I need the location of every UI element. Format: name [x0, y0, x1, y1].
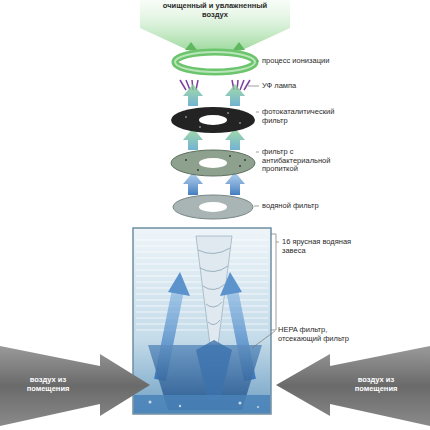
arrow-shape — [0, 342, 152, 428]
intake-label: воздух из помещения — [16, 376, 80, 393]
label-holder: 16 ярусная водяная завеса — [282, 238, 354, 255]
label-holder: фильтр с антибактериальной пропиткой — [262, 148, 347, 174]
label-holder: водяной фильтр — [262, 202, 319, 211]
intake-arrow: воздух из помещения — [274, 342, 430, 428]
arrow-outline — [276, 346, 430, 426]
part-label: HEPA фильтр, отсекающий фильтр — [278, 326, 356, 343]
label-holder: очищенный и увлажненный воздух — [155, 2, 275, 19]
part-label: УФ лампа — [262, 82, 296, 91]
intake-arrow: воздух из помещения — [0, 342, 152, 428]
arrow-shape — [274, 342, 430, 428]
part-label: водяной фильтр — [262, 202, 319, 211]
label-holder: фотокаталитический фильтр — [262, 108, 347, 125]
part-label: 16 ярусная водяная завеса — [282, 238, 354, 255]
part-label: фотокаталитический фильтр — [262, 108, 347, 125]
arrow-outline — [0, 346, 150, 426]
part-label: фильтр с антибактериальной пропиткой — [262, 148, 347, 174]
label-holder: процесс ионизации — [262, 57, 329, 66]
label-holder: УФ лампа — [262, 82, 296, 91]
output-air-label: очищенный и увлажненный воздух — [155, 2, 275, 19]
intake-label: воздух из помещения — [344, 376, 408, 393]
label-holder: HEPA фильтр, отсекающий фильтр — [278, 326, 356, 343]
part-label: процесс ионизации — [262, 57, 329, 66]
